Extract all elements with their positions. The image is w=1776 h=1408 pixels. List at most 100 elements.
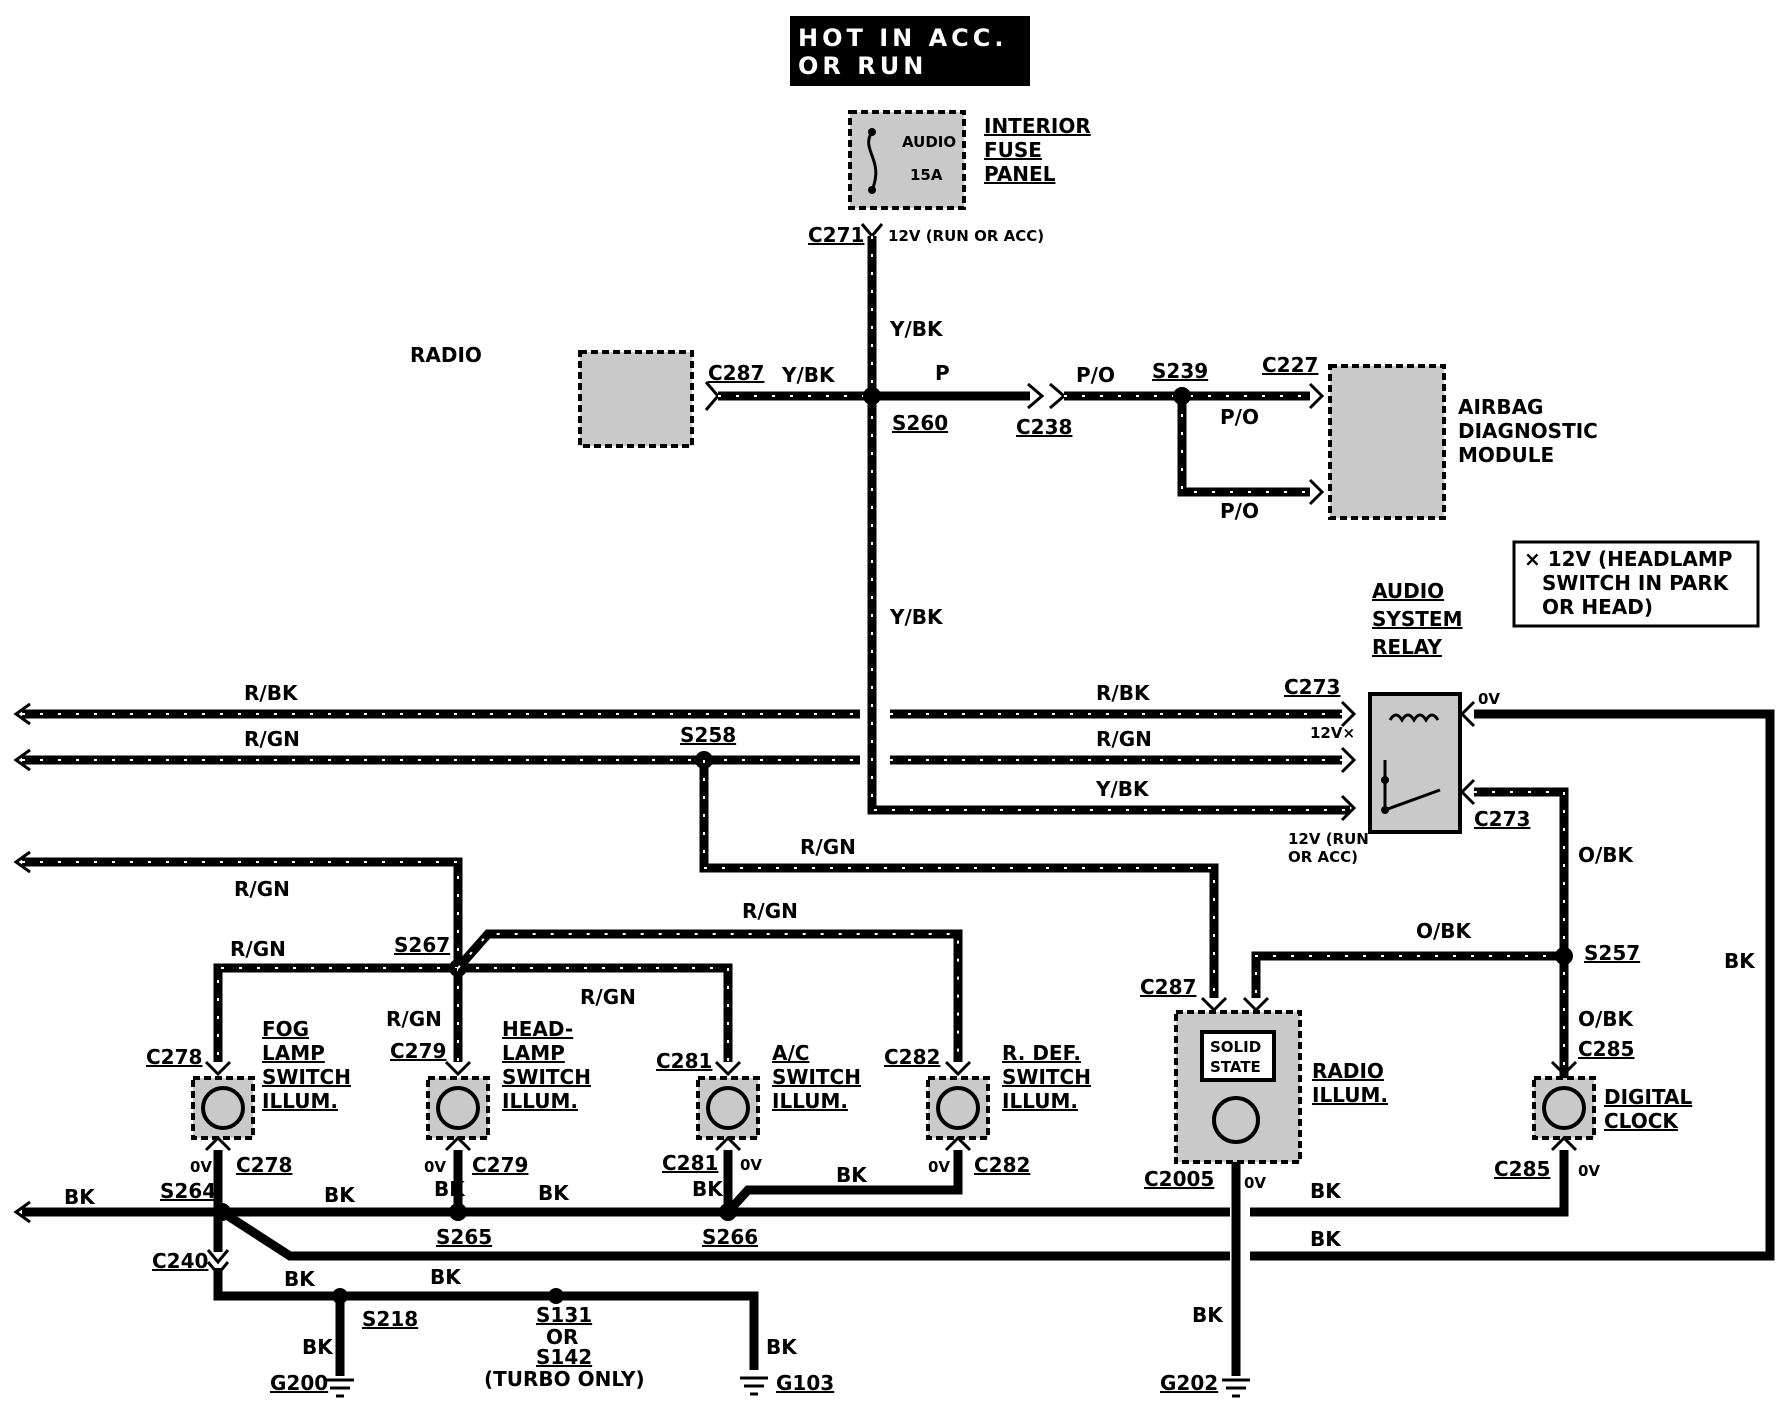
note-box — [1512, 540, 1760, 628]
ac-label-2: SWITCH — [772, 1065, 861, 1089]
airbag-label-2: DIAGNOSTIC — [1458, 419, 1598, 443]
relay-coil-icon — [1388, 713, 1440, 723]
headlamp-switch-illum — [426, 1060, 490, 1152]
c273-left-connector-icon — [1340, 700, 1357, 822]
relay-0v-label: 0V — [1478, 690, 1500, 708]
c287-connector-icon — [704, 381, 720, 411]
bulb-icon — [201, 1086, 245, 1130]
bulb-icon — [436, 1086, 480, 1130]
wire-rgn-upper-label: R/GN — [234, 877, 290, 901]
power-source-header: HOT IN ACC. OR RUN — [790, 16, 1030, 86]
s264-splice — [213, 1203, 231, 1221]
head-label-4: ILLUM. — [502, 1089, 578, 1113]
radio-illum-label-1: RADIO — [1312, 1059, 1384, 1083]
fuse-icon — [867, 131, 878, 191]
wire-bk-relay — [1250, 709, 1775, 1261]
relay-label-3: RELAY — [1372, 635, 1442, 659]
wire-po-label-1: P/O — [1076, 363, 1115, 387]
s218-splice — [332, 1288, 348, 1304]
relay-label-1: AUDIO — [1372, 579, 1444, 603]
fuse-title-2: FUSE — [984, 138, 1042, 162]
g202-label: G202 — [1160, 1371, 1218, 1395]
wire-obk-s257-label: O/BK — [1416, 919, 1473, 943]
fog-label-3: SWITCH — [262, 1065, 351, 1089]
wire-bk-a-label: BK — [324, 1183, 356, 1207]
v-rdef: 0V — [928, 1158, 950, 1176]
wire-bk-g103-label: BK — [766, 1335, 798, 1359]
relay-12v-run-line-2: OR ACC) — [1288, 848, 1358, 866]
c278-bot-label: C278 — [236, 1153, 292, 1177]
head-label-2: LAMP — [502, 1041, 565, 1065]
wire-bk-g202-label: BK — [1192, 1303, 1224, 1327]
wire-po — [1064, 391, 1310, 497]
wire-ybk-relay-label: Y/BK — [1095, 777, 1150, 801]
wire-bk-g200-label: BK — [302, 1335, 334, 1359]
fuse-label-2: 15A — [910, 166, 943, 184]
c240-connector-icon — [206, 1249, 230, 1277]
c282-top-label: C282 — [884, 1045, 940, 1069]
s142-label: S142 — [536, 1345, 592, 1369]
c227-label: C227 — [1262, 353, 1318, 377]
wire-bk-ground-1-label: BK — [284, 1267, 316, 1291]
c227-connector-icon — [1308, 382, 1325, 506]
c285-bot-label: C285 — [1494, 1157, 1550, 1181]
clock-label-2: CLOCK — [1604, 1109, 1679, 1133]
wire-bk-head-label: BK — [434, 1177, 466, 1201]
clock-icon — [1542, 1086, 1586, 1130]
bulb-icon — [936, 1086, 980, 1130]
c273-right-connector-icon — [1459, 700, 1476, 806]
bulb-icon — [706, 1086, 750, 1130]
wire-rgn-fog-label: R/GN — [230, 937, 286, 961]
c278-top-label: C278 — [146, 1045, 202, 1069]
solid-state-box — [1200, 1030, 1276, 1082]
rdef-label-1: R. DEF. — [1002, 1041, 1081, 1065]
wire-rbk-left-label: R/BK — [244, 681, 299, 705]
fog-lamp-illum — [191, 1060, 255, 1152]
s265-splice — [449, 1203, 467, 1221]
wire-rgn-upper — [22, 857, 463, 968]
or-label: OR — [546, 1325, 578, 1349]
v-ac: 0V — [740, 1156, 762, 1174]
header-line-2: OR RUN — [798, 52, 927, 80]
c273-top-label: C273 — [1284, 675, 1340, 699]
fog-label-1: FOG — [262, 1017, 309, 1041]
radio-illum-label-2: ILLUM. — [1312, 1083, 1388, 1107]
c287-illum-label: C287 — [1140, 975, 1196, 999]
fuse-label-1: AUDIO — [902, 133, 956, 151]
note-line-2: SWITCH IN PARK — [1542, 571, 1730, 595]
v-radio: 0V — [1244, 1174, 1266, 1192]
s267-label: S267 — [394, 933, 450, 957]
s266-splice — [719, 1203, 737, 1221]
v-head: 0V — [424, 1158, 446, 1176]
rdef-label-3: ILLUM. — [1002, 1089, 1078, 1113]
note-line-1: × 12V (HEADLAMP — [1524, 547, 1732, 571]
fuse-title-1: INTERIOR — [984, 114, 1091, 138]
wire-rbk-right-label: R/BK — [1096, 681, 1151, 705]
airbag-module — [1328, 364, 1446, 520]
wire-rgn-right-label: R/GN — [1096, 727, 1152, 751]
c279-top-label: C279 — [390, 1039, 446, 1063]
ac-label-3: ILLUM. — [772, 1089, 848, 1113]
wire-obk-relay-label: O/BK — [1578, 843, 1635, 867]
ground-g200-icon — [326, 1378, 354, 1398]
wire-rgn-mid-label: R/GN — [800, 835, 856, 859]
fog-label-4: ILLUM. — [262, 1089, 338, 1113]
radio-component — [578, 350, 694, 448]
c279-bot-label: C279 — [472, 1153, 528, 1177]
s260-label: S260 — [892, 411, 948, 435]
wire-po-label-2: P/O — [1220, 405, 1259, 429]
audio-system-relay — [1368, 692, 1462, 834]
note-line-3: OR HEAD) — [1542, 595, 1653, 619]
relay-12v-run-line-1: 12V (RUN — [1288, 830, 1369, 848]
v-fog: 0V — [190, 1158, 212, 1176]
s131-splice — [548, 1288, 564, 1304]
fuse-title-3: PANEL — [984, 162, 1056, 186]
c287-radio-label: C287 — [708, 361, 764, 385]
fog-label-2: LAMP — [262, 1041, 325, 1065]
wire-rgn-rdef-label: R/GN — [742, 899, 798, 923]
header-line-1: HOT IN ACC. — [798, 24, 1008, 52]
wire-rgn-branches — [213, 929, 963, 1062]
c271-note: 12V (RUN OR ACC) — [888, 227, 1044, 245]
c240-label: C240 — [152, 1249, 208, 1273]
